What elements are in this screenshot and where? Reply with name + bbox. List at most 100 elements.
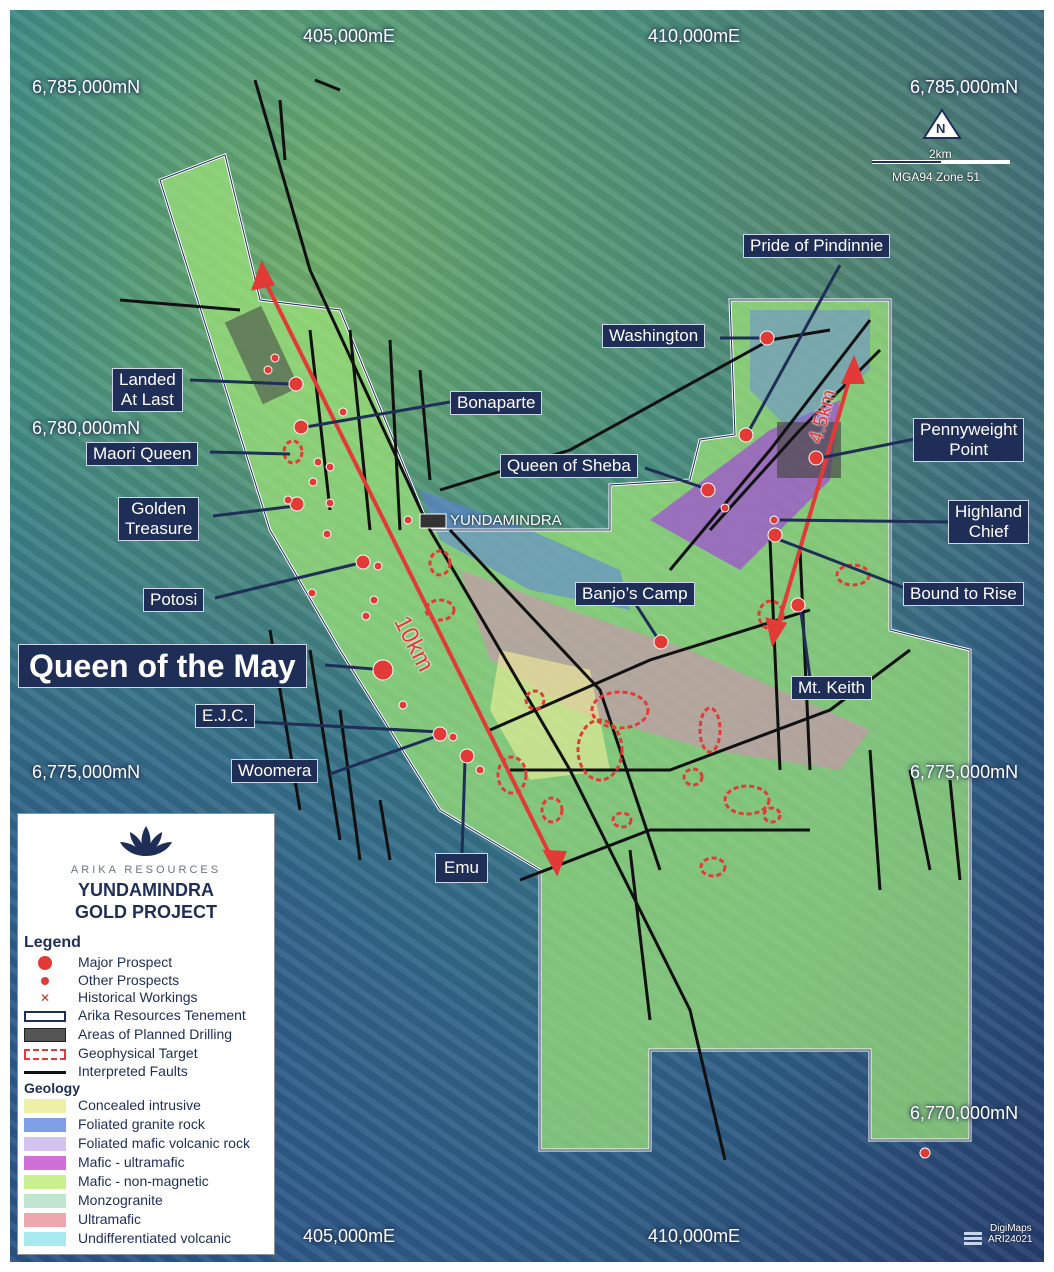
leader-line xyxy=(798,604,812,679)
legend-historical-workings: ✕Historical Workings xyxy=(24,989,198,1005)
legend-geology-item: Mafic - non-magnetic xyxy=(24,1173,209,1190)
leader-line xyxy=(209,450,291,456)
fault-line xyxy=(448,528,662,871)
fault-line-icon xyxy=(24,1070,66,1074)
leader-line xyxy=(189,378,291,386)
other-prospect xyxy=(403,515,413,525)
distance-arrows xyxy=(250,259,865,877)
legend-geology-item: Undifferentiated volcanic xyxy=(24,1230,232,1247)
projection-label: MGA94 Zone 51 xyxy=(892,170,981,184)
label-line: Pennyweight xyxy=(920,420,1018,439)
geology-title: Geology xyxy=(24,1080,81,1096)
drilling-area-icon xyxy=(24,1028,66,1043)
town-marker xyxy=(419,513,447,529)
legend-geophysical-target: Geophysical Target xyxy=(24,1045,198,1061)
leader-line xyxy=(743,264,842,439)
geology-swatch xyxy=(24,1232,66,1247)
legend-label: Areas of Planned Drilling xyxy=(78,1026,233,1042)
leader-line xyxy=(631,599,662,643)
fault-line xyxy=(668,319,872,571)
company-name: ARIKA RESOURCES xyxy=(70,864,222,876)
label-golden-treasure: Golden Treasure xyxy=(118,497,200,541)
northing-label: 6,770,000mN xyxy=(910,1103,1019,1123)
major-prospect xyxy=(355,554,371,570)
geophysical-target xyxy=(496,755,528,795)
geophysical-target xyxy=(576,718,624,782)
label-pride-of-pindinnie: Pride of Pindinnie xyxy=(743,234,891,258)
leader-line xyxy=(329,733,441,776)
other-prospect xyxy=(308,477,318,487)
legend-label: Historical Workings xyxy=(78,989,198,1005)
geology-blue-ne xyxy=(750,310,870,430)
other-prospect xyxy=(720,503,730,513)
label-washington: Washington xyxy=(602,324,706,348)
other-prospect xyxy=(313,457,323,467)
geology-swatch xyxy=(24,1213,66,1228)
geology-blue xyxy=(420,490,630,610)
legend-label: Mafic - non-magnetic xyxy=(78,1173,209,1189)
geophysical-target xyxy=(682,767,704,787)
legend-label: Concealed intrusive xyxy=(78,1097,201,1113)
legend-label: Foliated mafic volcanic rock xyxy=(78,1135,250,1151)
other-prospect xyxy=(263,365,273,375)
leader-line xyxy=(299,400,451,430)
arrow-head xyxy=(840,354,865,384)
label-emu: Emu xyxy=(435,853,488,883)
geophysical-target xyxy=(524,689,546,711)
northing-label: 6,775,000mN xyxy=(32,762,141,782)
label-line: Golden xyxy=(131,499,187,518)
distance-arrow-long xyxy=(260,274,557,866)
major-prospect xyxy=(700,482,716,498)
fault-line xyxy=(868,749,882,891)
legend-label: Undifferentiated volcanic xyxy=(78,1230,232,1246)
geophysical-target xyxy=(762,806,782,824)
legend-label: Monzogranite xyxy=(78,1192,163,1208)
other-prospect xyxy=(369,595,379,605)
easting-label: 405,000mE xyxy=(303,1226,396,1246)
tenement-icon xyxy=(24,1010,66,1022)
major-prospect xyxy=(459,748,475,764)
easting-label: 410,000mE xyxy=(648,26,741,46)
fault-line xyxy=(338,709,362,861)
label-potosi: Potosi xyxy=(143,588,205,612)
label-line: Landed xyxy=(119,370,176,389)
geophysical-target xyxy=(424,598,456,622)
legend-label: Other Prospects xyxy=(78,972,180,988)
planned-drilling-area xyxy=(224,305,300,405)
legend-geology-item: Mafic - ultramafic xyxy=(24,1154,185,1171)
northing-label: 6,775,000mN xyxy=(910,762,1019,782)
legend-label: Foliated granite rock xyxy=(78,1116,205,1132)
major-prospect xyxy=(767,527,783,543)
label-highland-chief: Highland Chief xyxy=(948,500,1030,544)
label-ejc: E.J.C. xyxy=(195,704,256,728)
geophysical-target xyxy=(723,784,771,816)
arrow-head xyxy=(765,617,788,648)
label-bound-to-rise: Bound to Rise xyxy=(903,582,1024,606)
label-woomera: Woomera xyxy=(231,759,319,783)
fault-line xyxy=(418,369,432,481)
leader-line xyxy=(460,759,467,856)
geophysical-target xyxy=(590,690,650,730)
fault-line xyxy=(308,649,342,841)
digimaps-logo-icon xyxy=(964,1232,982,1245)
label-maori-queen: Maori Queen xyxy=(86,442,199,466)
leader-line xyxy=(644,466,711,492)
fault-line xyxy=(908,769,932,871)
legend-title: Legend xyxy=(24,934,81,951)
fault-line xyxy=(519,828,810,882)
legend-major-prospect: Major Prospect xyxy=(24,954,173,971)
major-prospect xyxy=(738,427,754,443)
legend-geology-item: Ultramafic xyxy=(24,1211,141,1228)
fault-line xyxy=(314,78,341,92)
fault-line xyxy=(348,329,372,531)
north-arrow-icon xyxy=(872,108,1010,164)
fault-line xyxy=(768,539,782,771)
leader-line xyxy=(774,536,911,592)
fault-line xyxy=(253,79,727,1161)
other-prospect xyxy=(398,700,408,710)
credit-line: DigiMaps xyxy=(990,1223,1032,1234)
legend-label: Major Prospect xyxy=(78,954,173,970)
legend-planned-drilling: Areas of Planned Drilling xyxy=(24,1026,233,1043)
fault-line xyxy=(278,99,287,161)
other-prospect xyxy=(270,353,280,363)
